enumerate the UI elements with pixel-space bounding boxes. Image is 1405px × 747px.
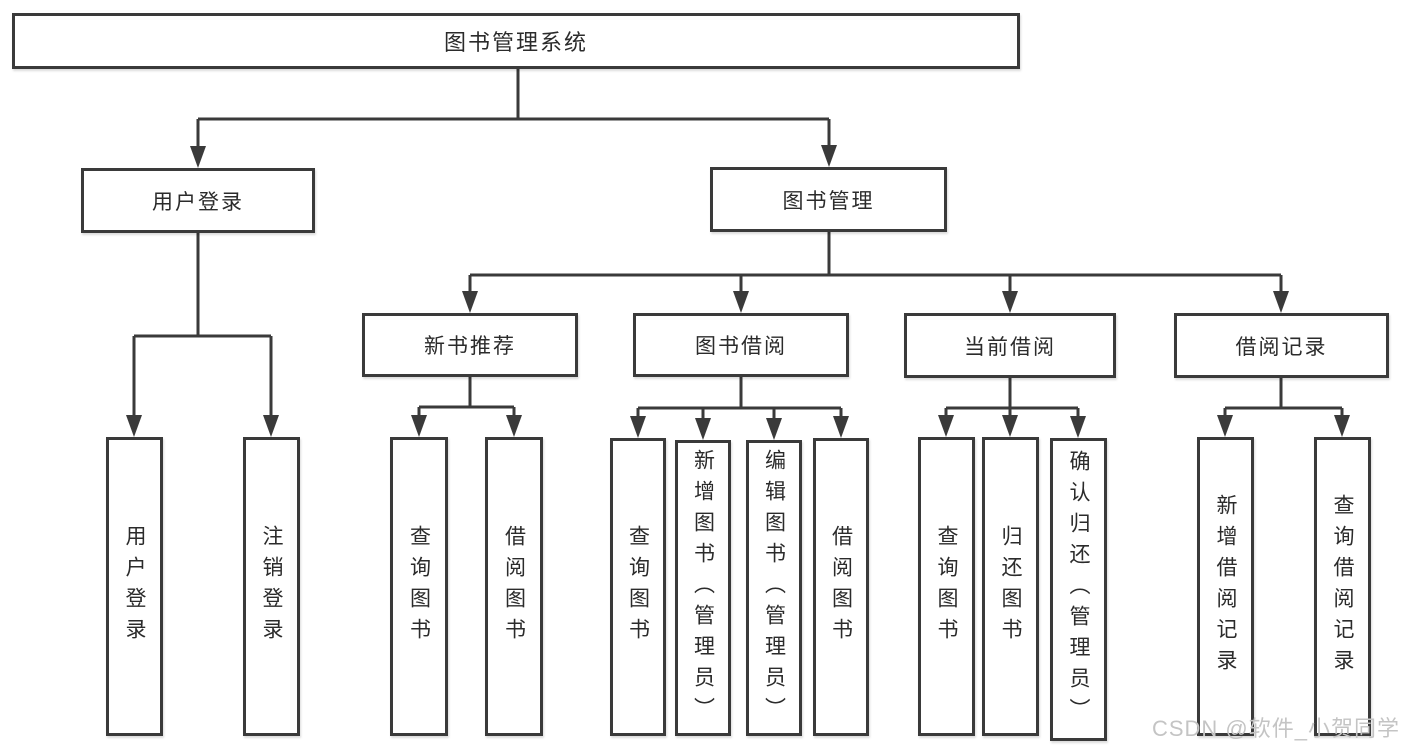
node-library-management-system: 图书管理系统 <box>12 13 1020 69</box>
arrow-down-icon <box>833 416 849 438</box>
leaf-return-books: 归还图书 <box>982 437 1039 736</box>
arrowheads <box>126 145 1350 440</box>
node-label: 图书管理 <box>782 189 875 213</box>
node-label: 图书管理系统 <box>443 30 588 55</box>
node-label: 查询图书 <box>626 525 650 649</box>
connector-root-to-level2 <box>196 68 831 146</box>
node-label: 用户登录 <box>152 190 244 214</box>
arrow-down-icon <box>1070 416 1086 438</box>
node-label: 编辑图书（管理员） <box>762 448 786 728</box>
arrow-down-icon <box>1334 415 1350 437</box>
leaf-query-books-recommend: 查询图书 <box>390 437 448 736</box>
node-label: 用户登录 <box>123 524 146 649</box>
node-borrowing-records: 借阅记录 <box>1174 313 1389 378</box>
arrow-down-icon <box>630 416 646 438</box>
arrow-down-icon <box>190 146 206 168</box>
node-new-book-recommendation: 新书推荐 <box>362 313 578 377</box>
arrow-down-icon <box>263 415 279 437</box>
arrow-down-icon <box>938 415 954 437</box>
arrow-down-icon <box>695 418 711 440</box>
arrow-down-icon <box>1002 415 1018 437</box>
leaf-user-login: 用户登录 <box>106 437 163 736</box>
node-book-management: 图书管理 <box>710 167 947 232</box>
node-label: 查询图书 <box>935 524 958 649</box>
leaf-confirm-return-admin: 确认归还（管理员） <box>1050 438 1107 741</box>
leaf-add-borrow-record: 新增借阅记录 <box>1197 437 1254 736</box>
node-label: 借阅图书 <box>829 525 853 649</box>
csdn-watermark: CSDN @软件_小贺同学 <box>1151 716 1400 741</box>
node-label: 当前借阅 <box>964 335 1056 359</box>
arrow-down-icon <box>411 415 427 437</box>
node-current-borrowing: 当前借阅 <box>904 313 1116 378</box>
node-label: 确认归还（管理员） <box>1067 450 1090 729</box>
node-label: 新增图书（管理员） <box>691 448 715 728</box>
node-label: 查询借阅记录 <box>1331 493 1354 680</box>
leaf-query-books-current: 查询图书 <box>918 437 975 736</box>
arrow-down-icon <box>1002 291 1018 313</box>
node-label: 借阅图书 <box>502 524 526 649</box>
node-label: 归还图书 <box>999 524 1022 649</box>
node-book-borrowing: 图书借阅 <box>633 313 849 377</box>
leaf-query-borrow-record: 查询借阅记录 <box>1314 437 1371 736</box>
node-label: 借阅记录 <box>1235 335 1328 359</box>
connector-user-login-to-leaves <box>132 233 273 415</box>
leaf-borrow-books-recommend: 借阅图书 <box>485 437 543 736</box>
node-user-login: 用户登录 <box>81 168 315 233</box>
node-label: 新增借阅记录 <box>1214 493 1237 680</box>
connector-records-to-leaves <box>1223 377 1344 415</box>
arrow-down-icon <box>766 418 782 440</box>
leaf-add-books-admin: 新增图书（管理员） <box>675 440 731 736</box>
arrow-down-icon <box>462 291 478 313</box>
connector-book-mgmt-to-level3 <box>468 232 1283 291</box>
node-label: 图书借阅 <box>695 335 787 358</box>
arrow-down-icon <box>506 415 522 437</box>
node-label: 查询图书 <box>407 524 431 649</box>
leaf-logout: 注销登录 <box>243 437 300 736</box>
arrow-down-icon <box>821 145 837 167</box>
node-label: 注销登录 <box>260 524 283 649</box>
leaf-query-books-borrow: 查询图书 <box>610 438 666 736</box>
leaf-borrow-books: 借阅图书 <box>813 438 869 736</box>
leaf-edit-books-admin: 编辑图书（管理员） <box>746 440 802 736</box>
arrow-down-icon <box>126 415 142 437</box>
arrow-down-icon <box>1217 415 1233 437</box>
connector-current-to-leaves <box>944 377 1080 416</box>
arrow-down-icon <box>733 291 749 313</box>
connector-borrow-to-leaves <box>636 377 843 418</box>
arrow-down-icon <box>1273 291 1289 313</box>
connector-new-book-to-leaves <box>417 377 516 415</box>
node-label: 新书推荐 <box>424 335 516 358</box>
